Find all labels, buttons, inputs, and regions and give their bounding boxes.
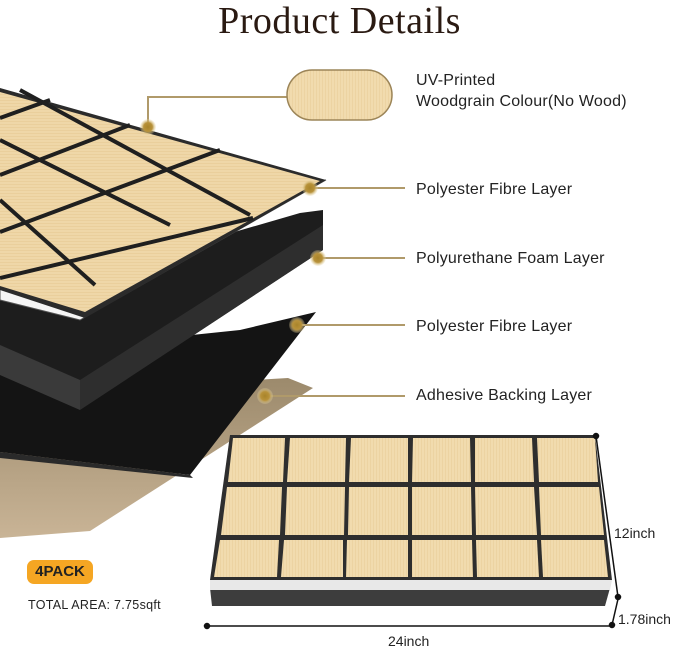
layer-label-foam: Polyurethane Foam Layer [416, 250, 605, 267]
pack-count-badge: 4PACK [27, 560, 93, 584]
foam-layer [0, 210, 323, 410]
page-title: Product Details [218, 0, 461, 42]
woodgrain-swatch [286, 69, 393, 121]
total-area-text: TOTAL AREA: 7.75sqft [28, 598, 161, 612]
layer-label-polyester-bottom: Polyester Fibre Layer [416, 318, 573, 335]
layer-label-adhesive: Adhesive Backing Layer [416, 387, 593, 404]
layer-label-woodgrain-line2: Woodgrain Colour(No Wood) [416, 93, 627, 110]
dimension-thickness: 1.78inch [618, 611, 671, 627]
product-panel [210, 435, 612, 606]
layer-label-woodgrain-line1: UV-Printed [416, 72, 496, 89]
dimension-height: 12inch [614, 525, 656, 541]
dimension-width: 24inch [388, 633, 430, 649]
layer-label-polyester-top: Polyester Fibre Layer [416, 181, 573, 198]
callout-dots [140, 119, 326, 404]
